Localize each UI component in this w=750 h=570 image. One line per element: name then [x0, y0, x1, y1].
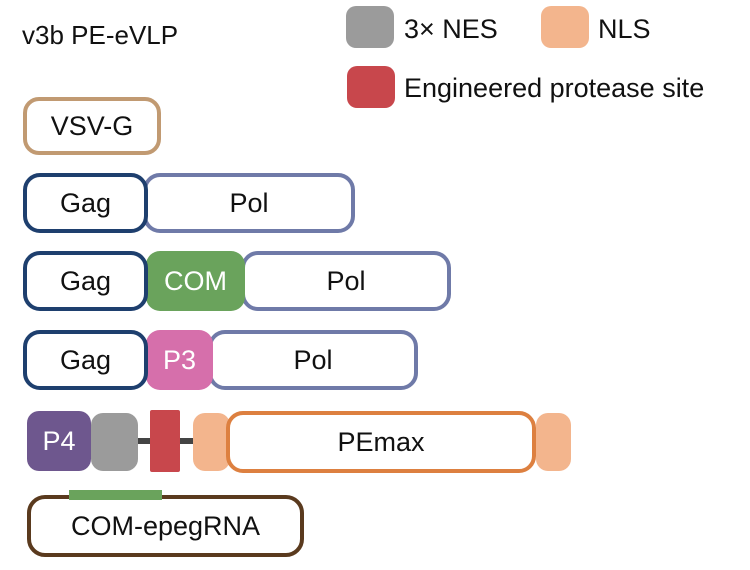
- row1-pol-label: Pol: [229, 187, 269, 218]
- row4-pemax-box: PEmax: [226, 411, 536, 473]
- row4-p4-box: P4: [27, 411, 91, 471]
- row2-pol-box: Pol: [241, 251, 451, 311]
- legend-label-nes: 3× NES: [404, 14, 498, 44]
- vsvg-label: VSV-G: [50, 110, 134, 141]
- legend-swatch-nls: [541, 6, 589, 48]
- row4-nls-block-right: [536, 413, 571, 471]
- row1-pol-box: Pol: [143, 173, 355, 233]
- legend-label-protease-site: Engineered protease site: [404, 73, 705, 103]
- row4-pemax-label: PEmax: [337, 426, 425, 457]
- row3-p3-label: P3: [162, 344, 197, 375]
- vsvg-box: VSV-G: [23, 97, 161, 155]
- row3-pol-label: Pol: [293, 344, 333, 375]
- row2-com-box: COM: [146, 251, 245, 311]
- row2-com-label: COM: [164, 265, 227, 296]
- row3-gag-box: Gag: [23, 330, 148, 390]
- row4-nls-block-left: [193, 413, 230, 471]
- row2-gag-box: Gag: [23, 251, 148, 311]
- row4-p4-label: P4: [42, 425, 76, 456]
- epegrna-label: COM-epegRNA: [70, 510, 261, 541]
- row1-gag-box: Gag: [23, 173, 148, 233]
- legend-swatch-protease-site: [347, 66, 395, 108]
- diagram-title: v3b PE-eVLP: [22, 20, 179, 50]
- epegrna-box: COM-epegRNA: [27, 495, 304, 557]
- row2-pol-label: Pol: [326, 265, 366, 296]
- com-aptamer-bar: [69, 490, 162, 500]
- row4-protease-site-block: [150, 410, 180, 472]
- row1-gag-label: Gag: [59, 187, 112, 218]
- legend-label-nls: NLS: [598, 14, 651, 44]
- legend-swatch-nes: [346, 6, 394, 48]
- row2-gag-label: Gag: [59, 265, 112, 296]
- row3-gag-label: Gag: [59, 344, 112, 375]
- row3-pol-box: Pol: [208, 330, 418, 390]
- row4-nes-block: [91, 413, 138, 471]
- row3-p3-box: P3: [146, 330, 213, 390]
